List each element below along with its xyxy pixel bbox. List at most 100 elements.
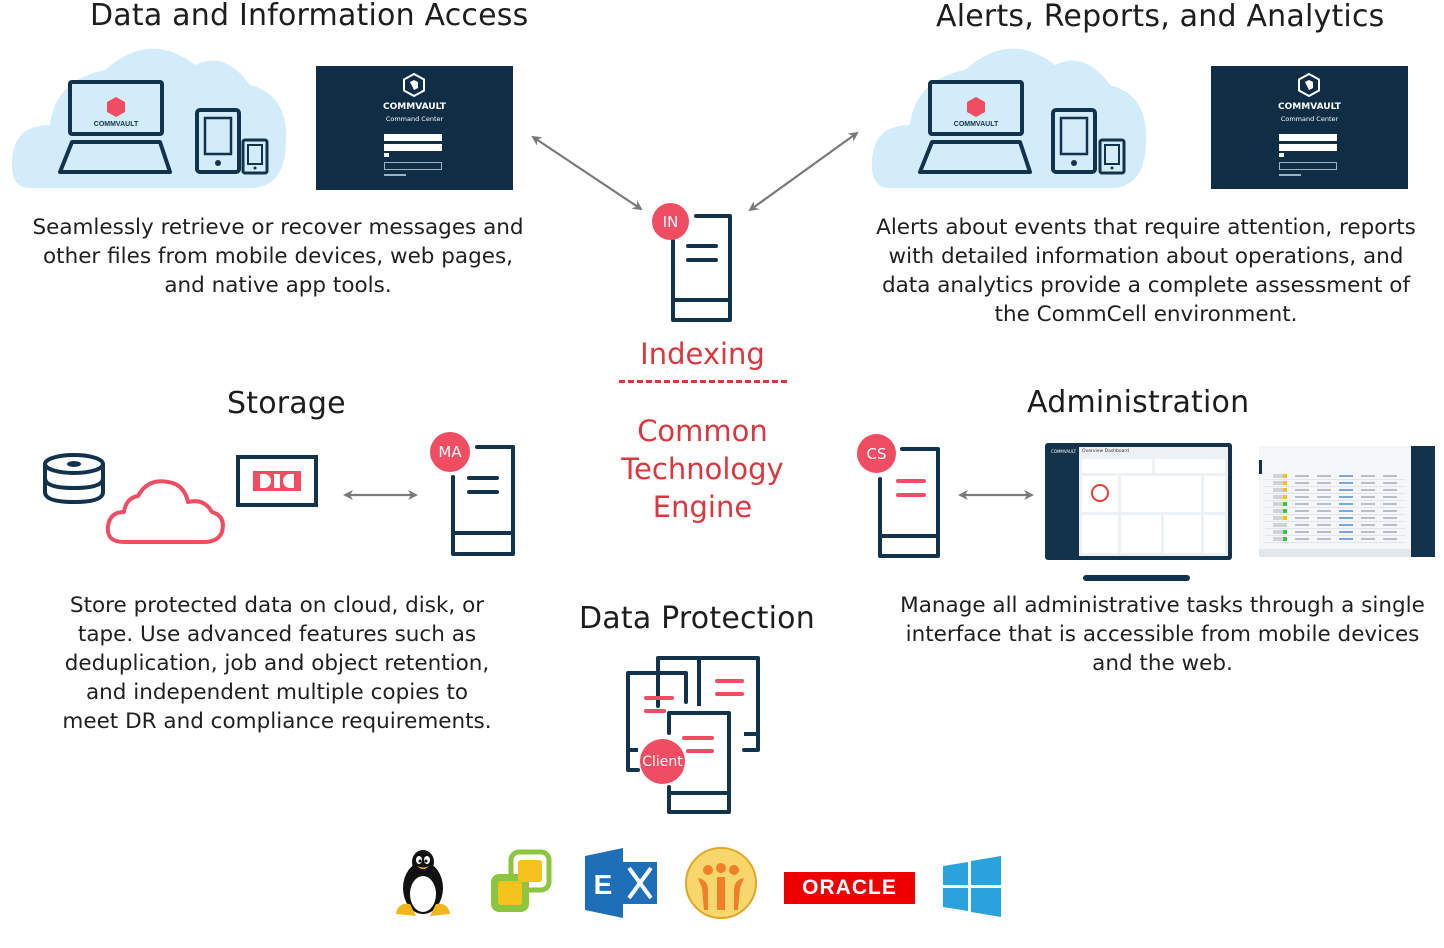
command-center-login-screen: COMMVAULT Command Center (1211, 66, 1408, 189)
console-brand: COMMVAULT (1051, 449, 1077, 454)
job-cell (1317, 482, 1331, 484)
job-cell (1361, 517, 1375, 519)
job-status-indicator (1273, 481, 1287, 485)
job-cell (1383, 510, 1397, 512)
desc-line: deduplication, job and object retention, (64, 651, 490, 676)
commserve-badge: CS (857, 434, 896, 473)
job-cell (1383, 482, 1397, 484)
login-product: Command Center (385, 115, 444, 123)
panel-needs-attention (1155, 459, 1225, 473)
job-list-row (1265, 481, 1405, 487)
job-cell (1317, 510, 1331, 512)
job-cell (1361, 531, 1375, 533)
panel-top-servers (1164, 515, 1201, 553)
storage-description: Store protected data on cloud, disk, or … (40, 591, 514, 736)
job-cell (1383, 517, 1397, 519)
desc-line: Alerts about events that require attenti… (876, 215, 1416, 240)
data-protection-title: Data Protection (579, 601, 815, 636)
job-cell (1317, 524, 1331, 526)
job-cell (1317, 475, 1331, 477)
forgot-password-link[interactable] (1279, 174, 1301, 176)
job-cell (1383, 475, 1397, 477)
panel-storage (1204, 515, 1225, 553)
job-cell (1295, 538, 1309, 540)
panel-environment (1082, 459, 1152, 473)
login-button[interactable] (1279, 162, 1337, 170)
panel-data-explorer (1121, 515, 1161, 553)
job-cell (1317, 517, 1331, 519)
panel-latest-backup (1121, 476, 1201, 512)
login-password-field[interactable] (384, 144, 442, 151)
job-cell (1317, 496, 1331, 498)
job-cell (1339, 538, 1353, 540)
job-cell (1295, 531, 1309, 533)
commvault-logo-icon (1298, 72, 1320, 98)
windows-logo (943, 856, 1001, 917)
desc-line: the CommCell environment. (994, 302, 1298, 327)
login-button[interactable] (384, 162, 442, 170)
login-username-field[interactable] (1279, 134, 1337, 141)
job-status-indicator (1273, 516, 1287, 520)
job-cell (1361, 503, 1375, 505)
svg-text:E: E (594, 869, 613, 900)
desc-line: interface that is accessible from mobile… (905, 622, 1420, 647)
job-cell (1383, 503, 1397, 505)
job-list-row (1265, 488, 1405, 494)
media-agent-badge: MA (430, 432, 470, 472)
client-servers-icon (626, 656, 760, 814)
job-cell (1295, 524, 1309, 526)
stay-logged-in-checkbox[interactable] (1279, 153, 1284, 157)
lotus-notes-logo (685, 847, 757, 919)
job-status-indicator (1273, 488, 1287, 492)
admin-job-list-screenshot (1259, 446, 1435, 557)
stay-logged-in-checkbox[interactable] (384, 153, 389, 157)
job-cell (1339, 503, 1353, 505)
login-password-field[interactable] (1279, 144, 1337, 151)
job-cell (1339, 510, 1353, 512)
job-cell (1383, 496, 1397, 498)
desc-line: tape. Use advanced features such as (77, 622, 477, 647)
login-brand: COMMVAULT (1278, 102, 1341, 112)
job-list-row (1265, 537, 1405, 543)
job-cell (1339, 489, 1353, 491)
desc-line: with detailed information about operatio… (888, 244, 1404, 269)
tape-storage-icon (236, 455, 318, 507)
job-cell (1361, 475, 1375, 477)
data-access-title: Data and Information Access (90, 0, 529, 33)
job-cell (1361, 496, 1375, 498)
job-cell (1295, 496, 1309, 498)
desc-line: meet DR and compliance requirements. (62, 709, 492, 734)
job-cell (1295, 482, 1309, 484)
job-cell (1361, 510, 1375, 512)
desc-line: Store protected data on cloud, disk, or (69, 593, 485, 618)
job-list-row (1265, 516, 1405, 522)
panel-sla (1082, 476, 1118, 512)
job-cell (1317, 489, 1331, 491)
job-cell (1295, 517, 1309, 519)
login-username-field[interactable] (384, 134, 442, 141)
job-cell (1295, 475, 1309, 477)
job-cell (1361, 524, 1375, 526)
job-cell (1317, 538, 1331, 540)
svg-text:COMMVAULT: COMMVAULT (954, 121, 999, 128)
desc-line: Seamlessly retrieve or recover messages … (32, 215, 524, 240)
cloud-devices-icon: COMMVAULT (11, 48, 287, 188)
desc-line: and independent multiple copies to (85, 680, 469, 705)
admin-console-monitor: COMMVAULT Overview Dashboard (1045, 443, 1232, 560)
job-cell (1339, 531, 1353, 533)
job-status-indicator (1273, 474, 1287, 478)
media-agent-server-icon (451, 445, 515, 556)
console-dashboard: Overview Dashboard (1079, 447, 1228, 556)
job-list-row (1265, 495, 1405, 501)
job-cell (1317, 503, 1331, 505)
job-cell (1383, 524, 1397, 526)
indexing-label: Indexing (640, 337, 765, 371)
job-list-footer (1259, 549, 1411, 557)
index-server-badge: IN (652, 203, 689, 240)
index-server-icon (671, 214, 732, 322)
job-cell (1295, 503, 1309, 505)
job-cell (1295, 510, 1309, 512)
data-access-description: Seamlessly retrieve or recover messages … (20, 213, 536, 300)
forgot-password-link[interactable] (384, 174, 406, 176)
engine-line: Common (637, 414, 768, 448)
